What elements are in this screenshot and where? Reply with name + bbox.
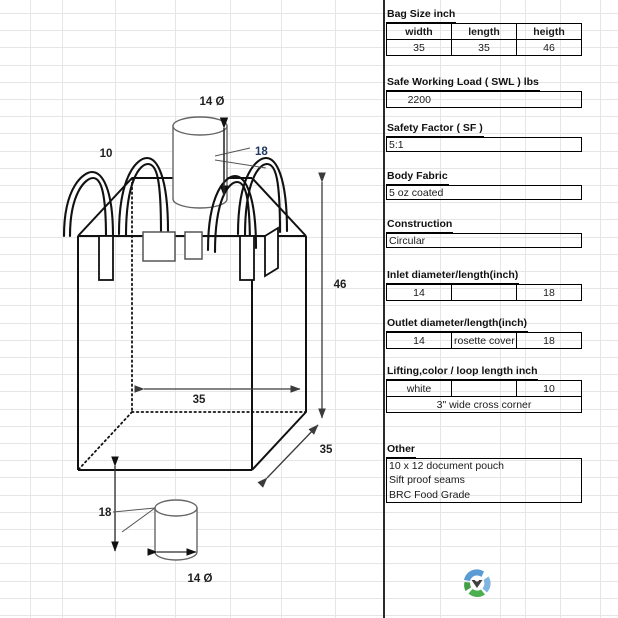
- bulk-bag-drawing: 14 Ø 10 18 46 35 35 18 14 Ø: [62, 96, 347, 585]
- spec-construction: Construction Circular: [386, 218, 582, 248]
- column-separator-line: [383, 0, 385, 618]
- inlet-middle[interactable]: [451, 284, 517, 301]
- other-line-1[interactable]: 10 x 12 document pouch: [386, 458, 582, 473]
- spec-construction-title: Construction: [386, 218, 454, 233]
- spec-lifting: Lifting,color / loop length inch white 1…: [386, 365, 582, 413]
- table-row: white 10: [386, 380, 582, 397]
- company-logo-icon: [464, 569, 491, 597]
- swl-blank-2[interactable]: [516, 91, 582, 108]
- lifting-color[interactable]: white: [386, 380, 452, 397]
- inlet-spout: [172, 116, 228, 209]
- inlet-length[interactable]: 18: [516, 284, 582, 301]
- table-row: 14 18: [386, 284, 582, 301]
- label-inlet-length: 18: [255, 146, 268, 158]
- header-heigth[interactable]: heigth: [516, 23, 582, 40]
- label-width-front: 35: [193, 394, 206, 406]
- label-loop-length: 10: [100, 148, 113, 160]
- label-inlet-diameter: 14 Ø: [200, 96, 225, 108]
- spec-outlet-title: Outlet diameter/length(inch): [386, 317, 529, 332]
- value-swl[interactable]: 2200: [386, 91, 452, 108]
- outlet-diameter[interactable]: 14: [386, 332, 452, 349]
- value-width[interactable]: 35: [386, 39, 452, 56]
- label-outlet-diameter: 14 Ø: [188, 573, 213, 585]
- spec-bag-size-title: Bag Size inch: [386, 8, 457, 23]
- spec-safety-factor: Safety Factor ( SF ) 5:1: [386, 122, 582, 152]
- outlet-length[interactable]: 18: [516, 332, 582, 349]
- label-height: 46: [334, 279, 347, 291]
- inlet-diameter[interactable]: 14: [386, 284, 452, 301]
- outlet-table: 14 rosette cover 18: [386, 332, 582, 349]
- other-line-2[interactable]: Sift proof seams: [386, 473, 582, 488]
- spec-safety-factor-title: Safety Factor ( SF ): [386, 122, 484, 137]
- spec-inlet-title: Inlet diameter/length(inch): [386, 269, 520, 284]
- top-panel-details: [142, 231, 203, 262]
- lifting-loops: [62, 156, 289, 254]
- table-row: 14 rosette cover 18: [386, 332, 582, 349]
- header-width[interactable]: width: [386, 23, 452, 40]
- dim-depth-35: [257, 424, 319, 488]
- spec-swl: Safe Working Load ( SWL ) lbs 2200: [386, 76, 582, 108]
- label-depth-side: 35: [320, 444, 333, 456]
- specification-panel: Bag Size inch width length heigth 35 35 …: [386, 0, 618, 618]
- lifting-note[interactable]: 3" wide cross corner: [386, 396, 582, 413]
- spec-other: Other 10 x 12 document pouch Sift proof …: [386, 443, 582, 503]
- label-outlet-length: 18: [99, 507, 112, 519]
- lifting-middle[interactable]: [451, 380, 517, 397]
- value-safety-factor[interactable]: 5:1: [386, 137, 582, 152]
- inlet-table: 14 18: [386, 284, 582, 301]
- value-body-fabric[interactable]: 5 oz coated: [386, 185, 582, 200]
- bag-size-table: width length heigth 35 35 46: [386, 23, 582, 56]
- outlet-spout: [154, 499, 198, 561]
- spec-bag-size: Bag Size inch width length heigth 35 35 …: [386, 8, 582, 56]
- table-row: 3" wide cross corner: [386, 396, 582, 413]
- value-heigth[interactable]: 46: [516, 39, 582, 56]
- table-row: 2200: [386, 91, 582, 108]
- table-row: width length heigth: [386, 23, 582, 40]
- bag-hidden-edges: [77, 177, 307, 471]
- value-construction[interactable]: Circular: [386, 233, 582, 248]
- other-line-3[interactable]: BRC Food Grade: [386, 488, 582, 503]
- spec-swl-title: Safe Working Load ( SWL ) lbs: [386, 76, 540, 91]
- table-row: 35 35 46: [386, 39, 582, 56]
- spec-inlet: Inlet diameter/length(inch) 14 18: [386, 269, 582, 301]
- loop-webbing: [98, 226, 279, 281]
- spec-other-title: Other: [386, 443, 417, 458]
- spec-lifting-title: Lifting,color / loop length inch: [386, 365, 539, 380]
- lifting-loop-length[interactable]: 10: [516, 380, 582, 397]
- header-length[interactable]: length: [451, 23, 517, 40]
- bag-outline: [77, 177, 307, 471]
- value-length[interactable]: 35: [451, 39, 517, 56]
- spec-outlet: Outlet diameter/length(inch) 14 rosette …: [386, 317, 582, 349]
- leader-outlet-18: [112, 507, 156, 533]
- outlet-cover[interactable]: rosette cover: [451, 332, 517, 349]
- swl-table: 2200: [386, 91, 582, 108]
- swl-blank-1[interactable]: [451, 91, 517, 108]
- spec-body-fabric: Body Fabric 5 oz coated: [386, 170, 582, 200]
- lifting-table: white 10 3" wide cross corner: [386, 380, 582, 413]
- spec-body-fabric-title: Body Fabric: [386, 170, 449, 185]
